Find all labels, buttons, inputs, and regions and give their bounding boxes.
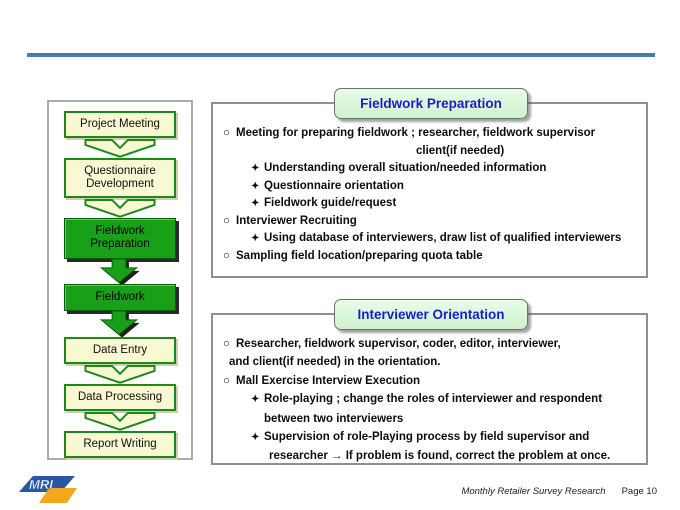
- footer-document-title: Monthly Retailer Survey Research: [461, 486, 606, 497]
- flow-step-report-writing: Report Writing: [64, 430, 176, 458]
- bullet-line: ✦ Role-playing ; change the roles of int…: [213, 390, 646, 409]
- bullet-line: ✦ Understanding overall situation/needed…: [213, 160, 646, 178]
- slide-footer: Monthly Retailer Survey Research Page 10: [461, 486, 657, 497]
- circle-bullet-icon: ○: [223, 338, 230, 350]
- diamond-bullet-icon: ✦: [251, 233, 260, 244]
- line-text: Meeting for preparing fieldwork ; resear…: [236, 127, 596, 139]
- bullet-line: ○ Mall Exercise Interview Execution: [213, 372, 646, 390]
- flow-step-fieldwork: Fieldwork: [64, 284, 176, 312]
- line-text: researcher → If problem is found, correc…: [269, 450, 611, 463]
- diamond-bullet-icon: ✦: [251, 198, 260, 209]
- down-arrow-icon: [84, 139, 156, 158]
- section-title-interviewer-orientation: Interviewer Orientation: [334, 299, 528, 330]
- circle-bullet-icon: ○: [223, 214, 230, 227]
- bullet-line: ○ Meeting for preparing fieldwork ; rese…: [213, 125, 646, 143]
- bullet-line: between two interviewers: [213, 410, 646, 428]
- line-text: Supervision of role-Playing process by f…: [264, 431, 590, 444]
- section-title-fieldwork-preparation: Fieldwork Preparation: [334, 88, 528, 119]
- line-text: client(if needed): [416, 144, 505, 157]
- line-text: Sampling field location/preparing quota …: [236, 249, 483, 262]
- flow-step-fieldwork-preparation: Fieldwork Preparation: [64, 218, 176, 259]
- line-text: Researcher, fieldwork supervisor, coder,…: [236, 338, 561, 350]
- bullet-line: ✦ Fieldwork guide/request: [213, 195, 646, 213]
- section-panel-interviewer-orientation: ○ Researcher, fieldwork supervisor, code…: [211, 313, 648, 465]
- down-arrow-icon: [99, 257, 140, 286]
- down-arrow-icon: [84, 199, 156, 219]
- flow-step-data-processing: Data Processing: [64, 383, 176, 412]
- diamond-bullet-icon: ✦: [251, 163, 260, 174]
- process-flowchart: Project Meeting Questionnaire Developmen…: [47, 100, 193, 460]
- bullet-list: ○ Researcher, fieldwork supervisor, code…: [213, 315, 646, 466]
- diamond-bullet-icon: ✦: [251, 394, 260, 406]
- flow-step-data-entry: Data Entry: [64, 336, 176, 365]
- diamond-bullet-icon: ✦: [251, 432, 260, 444]
- bullet-line: ✦ Questionnaire orientation: [213, 178, 646, 196]
- down-arrow-icon: [84, 365, 156, 384]
- diamond-bullet-icon: ✦: [251, 180, 260, 192]
- line-text: Fieldwork guide/request: [264, 197, 397, 209]
- top-divider-rule: [27, 53, 655, 57]
- flow-step-project-meeting: Project Meeting: [64, 111, 176, 139]
- down-arrow-icon: [84, 412, 156, 431]
- footer-page-number: Page 10: [621, 486, 657, 497]
- down-arrow-icon: [99, 310, 140, 338]
- circle-bullet-icon: ○: [223, 127, 230, 139]
- line-text: Understanding overall situation/needed i…: [264, 162, 547, 174]
- line-text: Mall Exercise Interview Execution: [236, 374, 421, 387]
- section-panel-fieldwork-preparation: ○ Meeting for preparing fieldwork ; rese…: [211, 102, 648, 278]
- circle-bullet-icon: ○: [223, 374, 230, 387]
- circle-bullet-icon: ○: [223, 249, 230, 262]
- bullet-line: client(if needed): [213, 143, 646, 161]
- mri-logo: MRI: [19, 476, 77, 503]
- bullet-line: ○ Researcher, fieldwork supervisor, code…: [213, 335, 646, 353]
- line-text: Interviewer Recruiting: [236, 214, 357, 227]
- line-text: Role-playing ; change the roles of inter…: [264, 393, 603, 406]
- flow-step-questionnaire-development: Questionnaire Development: [64, 157, 176, 199]
- logo-text: MRI: [29, 477, 53, 492]
- line-text: Questionnaire orientation: [264, 179, 404, 192]
- bullet-line: researcher → If problem is found, correc…: [213, 447, 646, 465]
- bullet-line: ○ Sampling field location/preparing quot…: [213, 248, 646, 266]
- bullet-list: ○ Meeting for preparing fieldwork ; rese…: [213, 104, 646, 265]
- bullet-line: ✦ Using database of interviewers, draw l…: [213, 230, 646, 248]
- bullet-line: ✦ Supervision of role-Playing process by…: [213, 428, 646, 447]
- line-text: and client(if needed) in the orientation…: [229, 356, 441, 369]
- line-text: between two interviewers: [264, 412, 404, 425]
- bullet-line: ○ Interviewer Recruiting: [213, 213, 646, 231]
- bullet-line: and client(if needed) in the orientation…: [213, 353, 646, 371]
- line-text: Using database of interviewers, draw lis…: [264, 232, 622, 244]
